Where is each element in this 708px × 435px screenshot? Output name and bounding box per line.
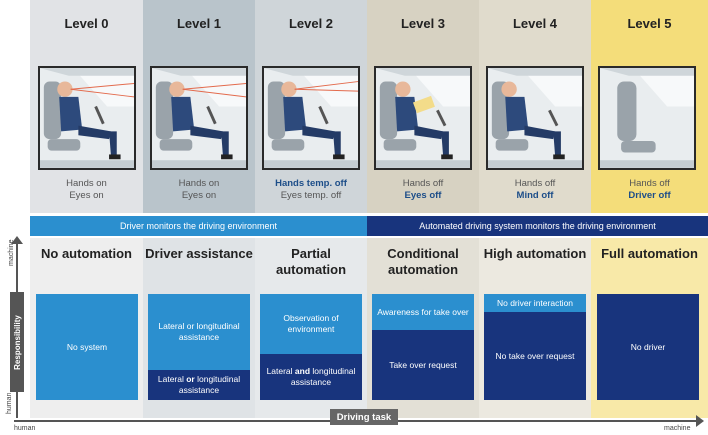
- driver-presence-state: Driver off: [628, 190, 671, 201]
- system-monitors-band: Automated driving system monitors the dr…: [367, 216, 708, 236]
- x-axis-right-label: machine: [664, 425, 691, 432]
- level-title: Level 5: [627, 16, 672, 31]
- driver-assistance-dark-box: Lateral or longitudinal assistance: [148, 370, 250, 400]
- driver-assistance-box: Lateral or longitudinal assistance: [148, 294, 250, 370]
- hands-state: Hands off: [514, 178, 556, 189]
- automation-title: High automation: [483, 246, 587, 261]
- driver-illustration-level-0: [38, 66, 136, 170]
- box-text: Lateral or longitudinal assistance: [157, 374, 241, 395]
- level-title: Level 0: [64, 16, 109, 31]
- hands-state: Hands on: [178, 178, 220, 189]
- driver-state: Hands on Eyes on: [143, 178, 255, 202]
- level-title: Level 3: [400, 16, 446, 31]
- box-text: Lateral and longitudinal assistance: [266, 366, 356, 387]
- driver-state: Hands off Driver off: [591, 178, 708, 202]
- driver-state: Hands temp. off Eyes temp. off: [255, 178, 367, 202]
- driver-illustration-level-3: [374, 66, 472, 170]
- hands-state: Hands on: [66, 178, 107, 189]
- driving-task-label: Driving task: [330, 409, 398, 425]
- awareness-box: Awareness for take over: [372, 294, 474, 330]
- automation-title: No automation: [41, 246, 132, 261]
- no-driver-interaction-box: No driver interaction: [484, 294, 586, 312]
- eyes-state: Eyes on: [69, 190, 104, 201]
- hands-state: Hands off: [402, 178, 444, 189]
- responsibility-label: Responsibility: [10, 292, 24, 392]
- automation-title: Full automation: [601, 246, 698, 261]
- x-axis-left-label: human: [14, 425, 36, 432]
- level-title: Level 4: [512, 16, 558, 31]
- x-axis-arrow-icon: [696, 415, 704, 427]
- level-title: Level 1: [176, 16, 222, 31]
- driver-illustration-level-2: [262, 66, 360, 170]
- driver-illustration-level-4: [486, 66, 584, 170]
- observation-box: Observation of environment: [260, 294, 362, 354]
- driver-state: Hands off Mind off: [479, 178, 591, 202]
- driver-illustration-level-1: [150, 66, 248, 170]
- y-axis-arrow-icon: [11, 236, 23, 244]
- driver-monitors-band: Driver monitors the driving environment: [30, 216, 367, 236]
- driver-state: Hands on Eyes on: [30, 178, 143, 202]
- empty-seat-illustration-level-5: [598, 66, 696, 170]
- hands-state: Hands temp. off: [275, 178, 347, 189]
- eyes-state: Eyes on: [181, 190, 217, 201]
- y-axis-bottom-label: human: [6, 392, 13, 414]
- automation-title: Driver assistance: [145, 246, 253, 261]
- eyes-state: Eyes off: [404, 190, 442, 201]
- no-system-box: No system: [36, 294, 138, 400]
- take-over-request-box: Take over request: [372, 330, 474, 400]
- automation-title: Partial automation: [275, 246, 347, 277]
- no-take-over-request-box: No take over request: [484, 312, 586, 400]
- eyes-state: Eyes temp. off: [280, 190, 342, 201]
- mind-state: Mind off: [516, 190, 554, 201]
- hands-state: Hands off: [629, 178, 670, 189]
- partial-automation-dark-box: Lateral and longitudinal assistance: [260, 354, 362, 400]
- driver-state: Hands off Eyes off: [367, 178, 479, 202]
- automation-title: Conditional automation: [387, 246, 459, 277]
- no-driver-box: No driver: [597, 294, 699, 400]
- level-title: Level 2: [288, 16, 334, 31]
